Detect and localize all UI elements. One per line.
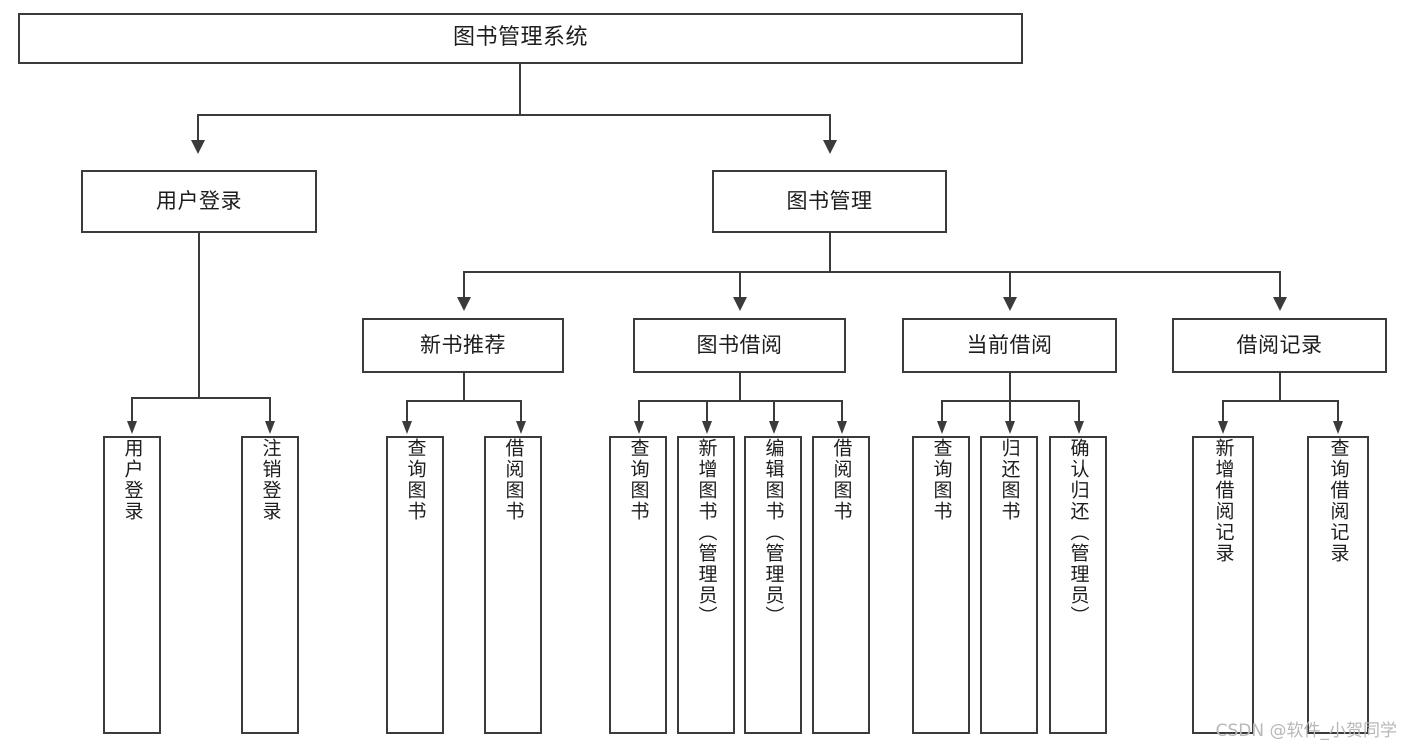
connector-borrow-record-stem [1279,373,1281,400]
node-user-login[interactable]: 用户登录 [81,170,317,233]
leaf-new-book-query[interactable]: 查询图书 [386,436,444,734]
arrowhead-current-borrow-leaf-2 [1074,421,1084,434]
node-label: 查询图书 [627,438,650,522]
node-book-borrow[interactable]: 图书借阅 [633,318,846,373]
node-label: 编辑图书（管理员） [762,438,785,627]
connector-book-management-stem [829,233,831,271]
connector-book-borrow-leaf-2 [773,400,775,423]
leaf-borrow-record-query[interactable]: 查询借阅记录 [1307,436,1369,734]
arrowhead-bm-to-current-borrow [1003,297,1017,311]
connector-bm-to-borrow-record [1279,271,1281,299]
node-label: 注销登录 [259,438,282,522]
leaf-borrow-record-add[interactable]: 新增借阅记录 [1192,436,1254,734]
connector-user-login-to-leaf-0 [131,397,133,423]
node-label: 借阅图书 [830,438,853,522]
connector-current-borrow-leaf-0 [941,400,943,423]
arrowhead-user-login-leaf-1 [265,421,275,434]
connector-book-management-bus [463,271,1279,273]
node-label: 查询图书 [404,438,427,522]
node-label: 图书借阅 [696,332,783,357]
connector-book-borrow-leaf-3 [841,400,843,423]
leaf-book-borrow-borrow[interactable]: 借阅图书 [812,436,870,734]
node-root-book-management-system[interactable]: 图书管理系统 [18,13,1023,64]
connector-borrow-record-leaf-0 [1222,400,1224,423]
connector-current-borrow-leaf-2 [1078,400,1080,423]
arrowhead-current-borrow-leaf-1 [1005,421,1015,434]
connector-new-book-bus [406,400,520,402]
connector-book-borrow-bus [638,400,843,402]
connector-borrow-record-leaf-1 [1337,400,1339,423]
connector-user-login-to-leaf-1 [269,397,271,423]
arrowhead-current-borrow-leaf-0 [937,421,947,434]
connector-root-bus [197,114,829,116]
connector-bm-to-book-borrow [739,271,741,299]
node-label: 借阅记录 [1236,332,1323,357]
arrowhead-bm-to-book-borrow [733,297,747,311]
arrowhead-book-borrow-leaf-1 [702,421,712,434]
node-label: 新书推荐 [420,332,506,357]
node-label: 新增图书（管理员） [695,438,718,627]
arrowhead-root-to-user-login [191,140,205,154]
connector-book-borrow-stem [739,373,741,400]
node-label: 用户登录 [121,438,144,522]
leaf-current-borrow-return[interactable]: 归还图书 [980,436,1038,734]
arrowhead-user-login-leaf-0 [127,421,137,434]
node-new-book-recommend[interactable]: 新书推荐 [362,318,564,373]
arrowhead-borrow-record-leaf-0 [1218,421,1228,434]
watermark-text: CSDN @软件_小贺同学 [1215,721,1397,741]
connector-root-to-user-login [197,114,199,142]
node-label: 图书管理系统 [452,25,588,51]
connector-bm-to-current-borrow [1009,271,1011,299]
arrowhead-new-book-leaf-0 [402,421,412,434]
arrowhead-new-book-leaf-1 [516,421,526,434]
node-book-management[interactable]: 图书管理 [712,170,947,233]
node-label: 归还图书 [998,438,1021,522]
leaf-user-login-login[interactable]: 用户登录 [103,436,161,734]
node-label: 确认归还（管理员） [1067,438,1090,627]
arrowhead-bm-to-borrow-record [1273,297,1287,311]
node-label: 新增借阅记录 [1212,438,1235,564]
arrowhead-book-borrow-leaf-3 [837,421,847,434]
node-current-borrow[interactable]: 当前借阅 [902,318,1117,373]
node-label: 查询借阅记录 [1327,438,1350,564]
connector-borrow-record-bus [1222,400,1337,402]
node-label: 查询图书 [930,438,953,522]
connector-book-borrow-leaf-0 [638,400,640,423]
arrowhead-root-to-book-management [823,140,837,154]
connector-new-book-stem [463,373,465,400]
leaf-user-login-logout[interactable]: 注销登录 [241,436,299,734]
node-label: 借阅图书 [502,438,525,522]
leaf-current-borrow-query[interactable]: 查询图书 [912,436,970,734]
leaf-new-book-borrow[interactable]: 借阅图书 [484,436,542,734]
connector-current-borrow-stem [1009,373,1011,400]
node-label: 用户登录 [156,188,242,213]
connector-root-to-book-management [829,114,831,142]
connector-user-login-stem [198,233,200,397]
leaf-current-borrow-confirm-admin[interactable]: 确认归还（管理员） [1049,436,1107,734]
leaf-book-borrow-edit-admin[interactable]: 编辑图书（管理员） [744,436,802,734]
connector-new-book-leaf-0 [406,400,408,423]
arrowhead-bm-to-new-book [457,297,471,311]
connector-current-borrow-leaf-1 [1009,400,1011,423]
arrowhead-book-borrow-leaf-0 [634,421,644,434]
node-label: 当前借阅 [966,332,1053,357]
leaf-book-borrow-add-admin[interactable]: 新增图书（管理员） [677,436,735,734]
node-label: 图书管理 [786,188,873,213]
connector-root-stem [519,64,521,114]
arrowhead-book-borrow-leaf-2 [769,421,779,434]
leaf-book-borrow-query[interactable]: 查询图书 [609,436,667,734]
connector-bm-to-new-book [463,271,465,299]
connector-new-book-leaf-1 [520,400,522,423]
node-borrow-record[interactable]: 借阅记录 [1172,318,1387,373]
arrowhead-borrow-record-leaf-1 [1333,421,1343,434]
connector-user-login-bus [131,397,269,399]
connector-book-borrow-leaf-1 [706,400,708,423]
